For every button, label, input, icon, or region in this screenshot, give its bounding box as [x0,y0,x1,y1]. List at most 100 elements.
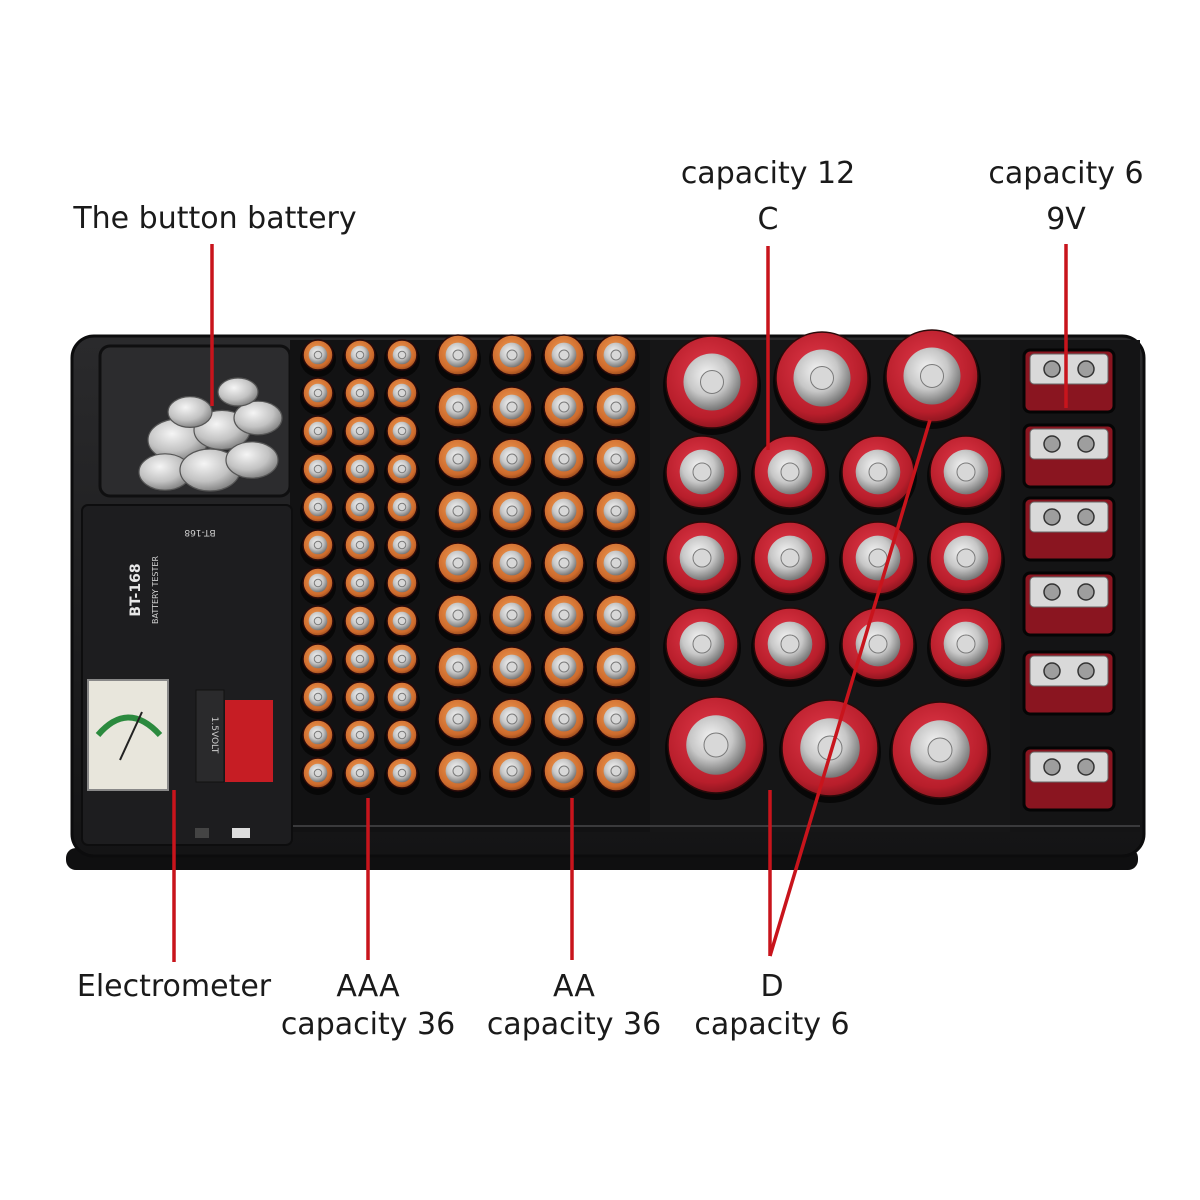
c-battery [927,521,1005,601]
aaa-battery [300,605,336,643]
aa-battery [435,438,481,486]
aa-battery [489,438,535,486]
aa-battery [489,594,535,642]
aa-battery [435,646,481,694]
aa-battery [435,594,481,642]
aa-battery [541,438,587,486]
d-battery [773,331,871,431]
aaa-battery [300,415,336,453]
aa-battery [541,542,587,590]
aaa-battery [300,339,336,377]
tester-top-label: BT-168 [184,527,216,537]
c-battery [839,435,917,515]
aaa-battery [342,491,378,529]
aa-battery [489,386,535,434]
aaa-battery [384,491,420,529]
c-battery [839,521,917,601]
aa-battery [593,646,639,694]
d-battery [883,329,981,429]
button-cell [225,441,279,479]
aaa-battery [342,757,378,795]
aaa-battery [342,643,378,681]
aa-battery [593,542,639,590]
aa-battery [593,490,639,538]
aaa-battery [342,453,378,491]
aaa-battery [384,757,420,795]
aaa-battery [300,719,336,757]
aaa-battery [342,719,378,757]
button-cell [167,396,213,429]
nine-volt-battery [1022,423,1116,489]
c-battery [663,435,741,515]
tester-model-text: BT-168 [128,563,144,616]
leader-lines [172,244,1068,962]
aa-battery [435,698,481,746]
c-battery [751,607,829,687]
aaa-battery [384,377,420,415]
label-c-type: C [757,202,779,237]
aaa-battery [300,757,336,795]
aa-battery [541,750,587,798]
aaa-battery [384,567,420,605]
aa-battery [541,646,587,694]
aa-battery [593,698,639,746]
aaa-battery [300,377,336,415]
c-battery [663,521,741,601]
tester-side-label: 1.5VOLT [209,717,219,754]
nine-volt-battery [1022,571,1116,637]
aa-battery [435,334,481,382]
button-cell [217,377,259,407]
aa-battery [593,334,639,382]
nine-volt-battery [1022,496,1116,562]
aa-battery [489,542,535,590]
aa-battery [489,646,535,694]
aa-battery [593,438,639,486]
aaa-battery [342,681,378,719]
aaa-battery [384,529,420,567]
button-battery-compartment [138,377,283,492]
aaa-battery [342,377,378,415]
aa-battery [593,594,639,642]
aaa-battery [300,529,336,567]
aa-battery [541,490,587,538]
aa-battery [541,386,587,434]
aa-battery [593,386,639,434]
battery-tester: BT-168 BATTERY TESTER BT-168 1.5VOLT [81,504,293,846]
label-electrometer: Electrometer [76,969,272,1004]
label-c-capacity: capacity 12 [680,156,856,191]
button-cell [233,400,283,436]
label-d-type: D [760,969,784,1004]
aaa-battery [300,453,336,491]
c-battery [663,607,741,687]
c-battery [751,521,829,601]
nine-volt-battery [1022,348,1116,414]
aaa-battery [342,605,378,643]
aa-battery [541,594,587,642]
aaa-battery [300,491,336,529]
aaa-battery [342,415,378,453]
nine-volt-batteries [1022,348,1116,812]
aa-battery [435,490,481,538]
nine-volt-battery [1022,650,1116,716]
aa-battery [435,750,481,798]
label-d-capacity: capacity 6 [694,1007,850,1042]
aa-battery [541,698,587,746]
aaa-battery [300,567,336,605]
aaa-battery [384,453,420,491]
d-battery [663,335,761,435]
aaa-battery [384,605,420,643]
aa-battery [489,490,535,538]
aaa-battery [384,643,420,681]
aaa-battery [384,681,420,719]
aaa-battery [300,643,336,681]
nine-volt-battery [1022,746,1116,812]
aaa-battery [384,339,420,377]
label-9v-type: 9V [1046,202,1086,237]
label-aaa-capacity: capacity 36 [280,1007,456,1042]
aaa-battery [384,415,420,453]
aa-battery [489,334,535,382]
aaa-battery [342,567,378,605]
c-battery [927,607,1005,687]
aa-battery [489,750,535,798]
